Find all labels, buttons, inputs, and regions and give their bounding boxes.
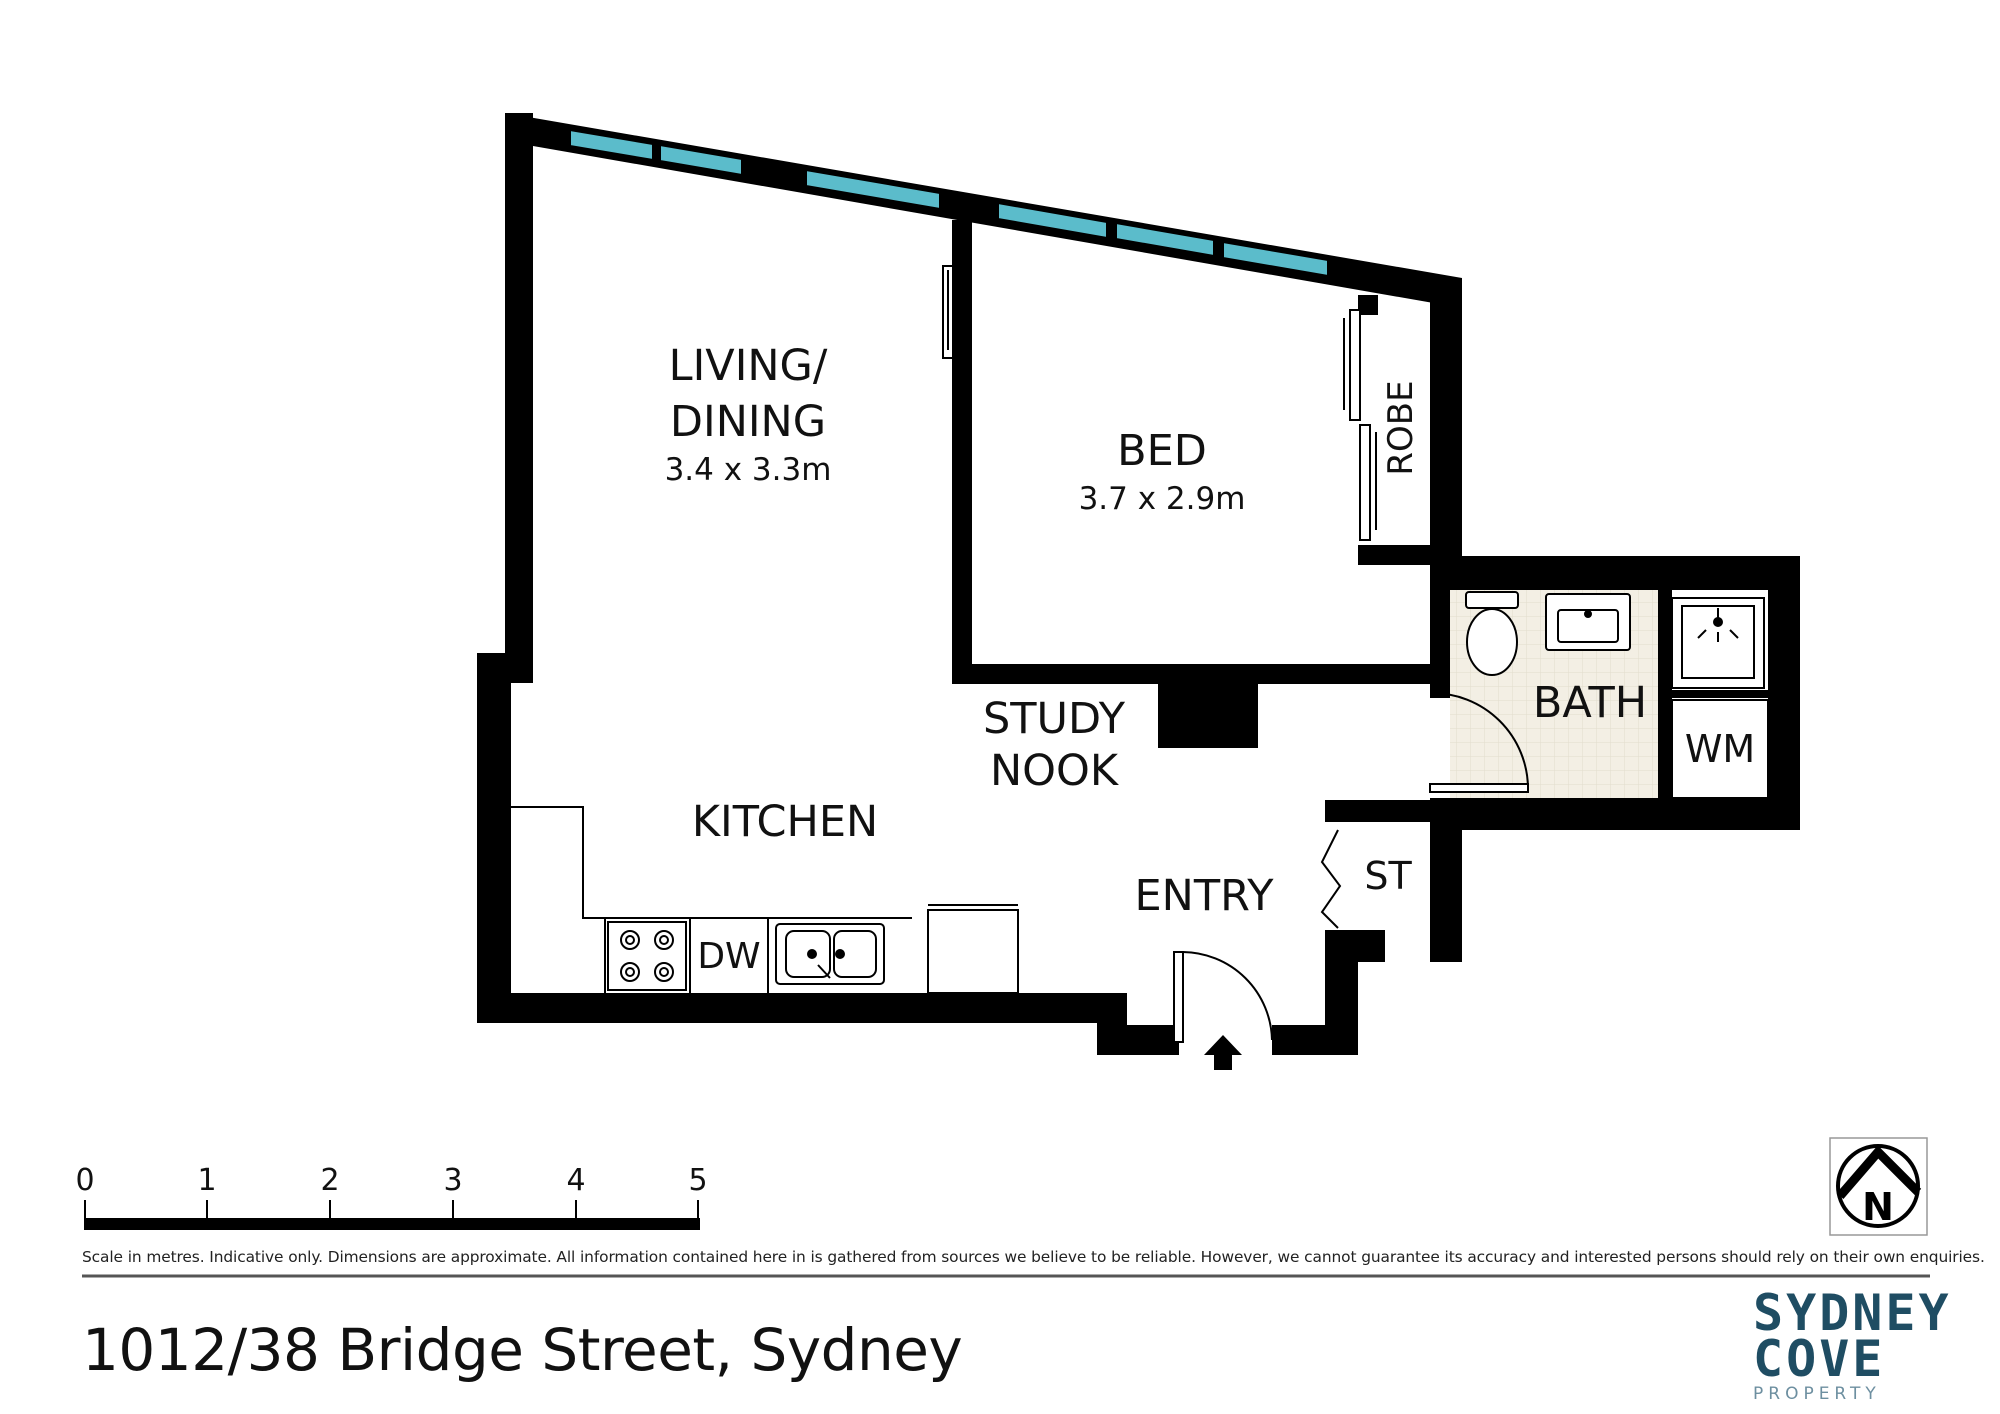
stove-icon <box>607 921 687 991</box>
toilet-icon <box>1465 591 1519 676</box>
property-address: 1012/38 Bridge Street, Sydney <box>82 1316 963 1384</box>
entry-label: ENTRY <box>1135 871 1275 921</box>
scale-tick-2: 2 <box>320 1163 339 1198</box>
kitchen-bench <box>510 806 1019 994</box>
dishwasher-label: DW <box>697 936 760 977</box>
scale-bar: 0 1 2 3 4 5 <box>75 1163 708 1230</box>
kitchen-label: KITCHEN <box>692 797 878 847</box>
scale-tick-3: 3 <box>443 1163 462 1198</box>
logo-line1: SYDNEY <box>1753 1284 1952 1342</box>
living-dimensions: 3.4 x 3.3m <box>665 452 832 488</box>
study-label-line1: STUDY <box>983 694 1126 744</box>
bed-dimensions: 3.7 x 2.9m <box>1079 481 1246 517</box>
windows <box>569 128 1329 278</box>
storage-label: ST <box>1364 854 1412 898</box>
scale-tick-0: 0 <box>75 1163 94 1198</box>
scale-tick-4: 4 <box>566 1163 585 1198</box>
living-label-line1: LIVING/ <box>669 341 828 391</box>
storage-door[interactable] <box>1320 829 1342 929</box>
scale-tick-1: 1 <box>197 1163 216 1198</box>
bath-door[interactable] <box>1429 692 1529 793</box>
sink-icon <box>775 923 885 985</box>
north-compass-icon: N <box>1829 1137 1928 1236</box>
bath-label: BATH <box>1533 678 1647 728</box>
entry-arrow-icon <box>1204 1035 1242 1070</box>
wm-space <box>1671 699 1769 799</box>
robe-sliding-doors[interactable] <box>1343 309 1377 541</box>
scale-tick-5: 5 <box>688 1163 707 1198</box>
disclaimer: Scale in metres. Indicative only. Dimens… <box>82 1248 1985 1266</box>
entry-door[interactable] <box>1173 951 1273 1043</box>
living-sliding-door[interactable] <box>942 265 954 359</box>
basin-icon <box>1545 593 1631 651</box>
shower-icon <box>1671 597 1765 689</box>
bed-label: BED <box>1117 426 1207 476</box>
compass-letter: N <box>1862 1185 1894 1229</box>
living-label-line2: DINING <box>670 397 826 447</box>
agency-logo: SYDNEY COVE PROPERTY <box>1753 1284 1952 1404</box>
logo-line3: PROPERTY <box>1753 1384 1881 1404</box>
wm-label: WM <box>1685 727 1755 771</box>
walls <box>477 113 1800 1055</box>
logo-line2: COVE <box>1753 1330 1886 1388</box>
robe-label: ROBE <box>1381 380 1421 475</box>
study-label-line2: NOOK <box>990 746 1120 796</box>
